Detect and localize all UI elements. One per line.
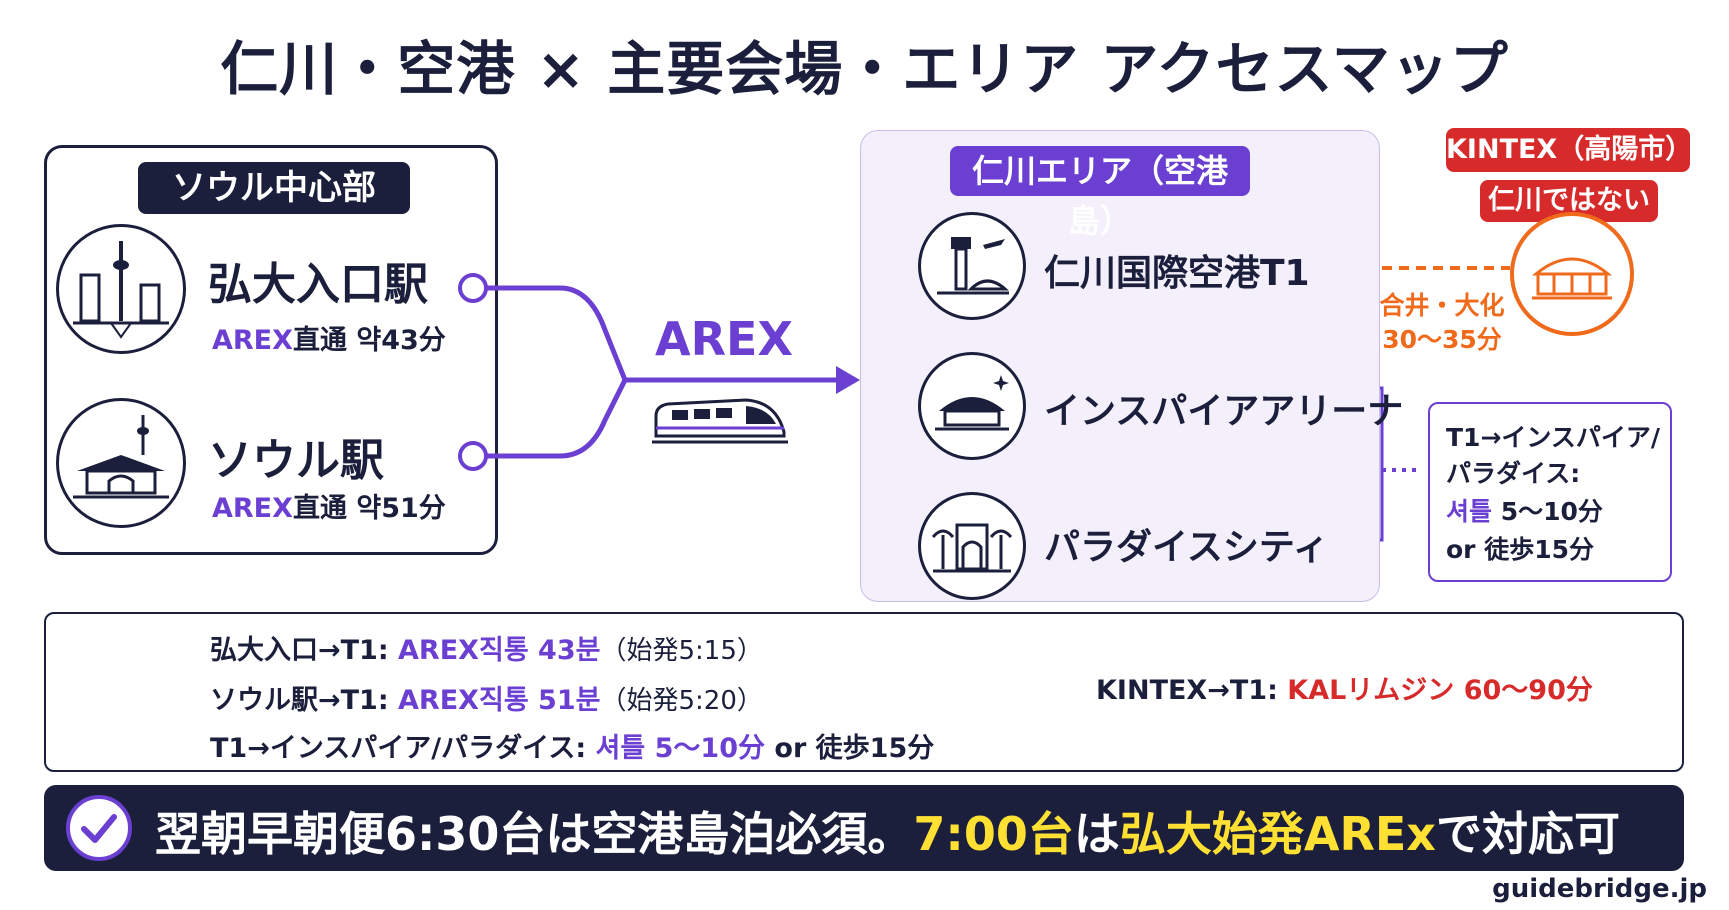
legend-item-kintex: KINTEX→T1: KALリムジン 60〜90分 xyxy=(1096,675,1593,706)
kintex-time-text: 30〜35分 xyxy=(1382,325,1502,354)
resort-gate-icon xyxy=(918,492,1026,600)
kintex-route-text: 合井・大化 xyxy=(1379,291,1505,320)
station-seoul-name: ソウル駅 xyxy=(208,435,384,486)
station-hongdae-name: 弘大入口駅 xyxy=(208,259,428,310)
legend-panel xyxy=(44,612,1684,772)
arena-icon xyxy=(918,352,1026,460)
incheon-area-label: 仁川エリア（空港島） xyxy=(950,146,1250,240)
shuttle-info-box xyxy=(1428,402,1672,582)
shuttle-line2: パラダイス: xyxy=(1446,459,1581,488)
venue-paradise-name: パラダイスシティ xyxy=(1044,527,1329,568)
legend-item-hongdae: 弘大入口→T1: AREX직통 43분（始発5:15） xyxy=(210,635,763,666)
shuttle-line1: T1→インスパイア/ xyxy=(1446,423,1661,452)
city-tower-icon xyxy=(56,224,186,354)
shuttle-line3: 셔틀 5〜10分 xyxy=(1446,497,1603,526)
train-icon xyxy=(652,398,788,444)
banner-text: 翌朝早朝便6:30台は空港島泊必須。7:00台は弘大始発ARExで対応可 xyxy=(155,807,1620,861)
venue-inspire-name: インスパイアアリーナ xyxy=(1044,391,1404,432)
page-title: 仁川・空港 × 主要会場・エリア アクセスマップ xyxy=(220,35,1509,103)
palace-tower-icon xyxy=(56,398,186,528)
kintex-label: KINTEX（高陽市） xyxy=(1446,128,1692,172)
legend-item-shuttle: T1→インスパイア/パラダイス: 셔틀 5〜10分 or 徒歩15分 xyxy=(210,733,935,764)
station-hongdae-time: AREX直通 약43分 xyxy=(212,325,446,356)
station-seoul-time: AREX直通 약51分 xyxy=(212,493,446,524)
stadium-icon xyxy=(1510,212,1634,336)
seoul-center-label: ソウル中心部 xyxy=(138,162,410,214)
venue-t1-name: 仁川国際空港T1 xyxy=(1044,253,1310,294)
kintex-not-incheon-badge: 仁川ではない xyxy=(1480,180,1658,222)
site-url: guidebridge.jp xyxy=(1492,874,1707,904)
airport-tower-icon xyxy=(918,212,1026,320)
shuttle-line4: or 徒歩15分 xyxy=(1446,535,1594,564)
arex-label: AREX xyxy=(655,312,793,366)
legend-item-seoul: ソウル駅→T1: AREX직통 51분（始発5:20） xyxy=(210,685,763,716)
check-icon xyxy=(66,795,132,861)
bottom-banner xyxy=(44,785,1684,871)
